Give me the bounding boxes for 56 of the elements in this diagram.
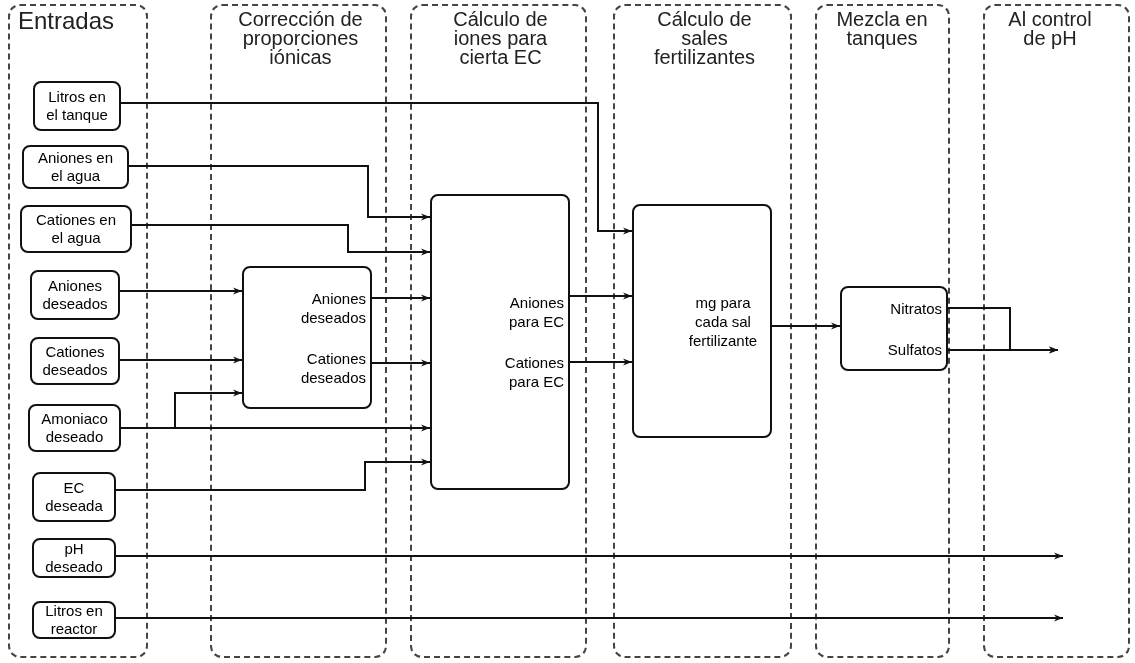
arrow — [371, 294, 431, 302]
input-box — [33, 81, 121, 131]
arrow — [115, 552, 1064, 560]
lane-heading: Mezcla en tanques — [835, 10, 929, 48]
input-box — [32, 601, 116, 639]
box-label: EC deseada — [44, 479, 104, 515]
arrow — [120, 102, 633, 235]
box-label: Cationes en el agua — [34, 211, 118, 247]
box-label: Cationes para EC — [503, 353, 564, 391]
swimlane — [210, 4, 387, 658]
lane-heading: Corrección de proporciones iónicas — [237, 10, 364, 67]
input-box — [28, 404, 121, 452]
lane-heading: Cálculo de sales fertilizantes — [652, 10, 757, 67]
arrow — [115, 458, 431, 491]
arrow — [771, 322, 841, 330]
lane-heading: Entradas — [18, 10, 116, 33]
lane-heading: Cálculo de iones para cierta EC — [452, 10, 549, 67]
arrow — [120, 424, 431, 432]
arrow — [119, 356, 243, 364]
input-box — [30, 270, 120, 320]
input-box — [32, 472, 116, 522]
arrow — [569, 292, 633, 300]
arrow — [128, 165, 431, 221]
swimlane — [8, 4, 148, 658]
process-box — [430, 194, 570, 490]
box-label: mg para cada sal fertilizante — [687, 292, 759, 350]
swimlane — [410, 4, 587, 658]
lane-heading: Al control de pH — [1007, 10, 1093, 48]
input-box — [30, 337, 120, 385]
box-label: pH deseado — [44, 540, 104, 576]
swimlane — [613, 4, 792, 658]
box-label: Cationes deseados — [41, 343, 109, 379]
box-label: Cationes deseados — [299, 348, 366, 387]
arrow — [115, 614, 1064, 622]
process-box — [840, 286, 948, 371]
box-label: Litros en el tanque — [45, 88, 109, 124]
arrow — [569, 358, 633, 366]
box-label: Litros en reactor — [44, 602, 104, 638]
box-label: Amoniaco deseado — [40, 410, 109, 446]
swimlane — [983, 4, 1130, 658]
input-box — [20, 205, 132, 253]
arrow — [119, 287, 243, 295]
process-box — [242, 266, 372, 409]
input-box — [32, 538, 116, 578]
box-label: Aniones deseados — [299, 288, 366, 327]
box-label: Aniones deseados — [41, 277, 109, 313]
arrow — [947, 346, 1059, 354]
input-box — [22, 145, 129, 189]
process-box — [632, 204, 772, 438]
swimlane — [815, 4, 950, 658]
box-label: Aniones para EC — [507, 293, 564, 331]
box-label: Nitratos — [890, 298, 942, 318]
arrow — [131, 224, 431, 256]
arrow — [371, 359, 431, 367]
box-label: Aniones en el agua — [36, 149, 115, 185]
box-label: Sulfatos — [887, 339, 942, 359]
